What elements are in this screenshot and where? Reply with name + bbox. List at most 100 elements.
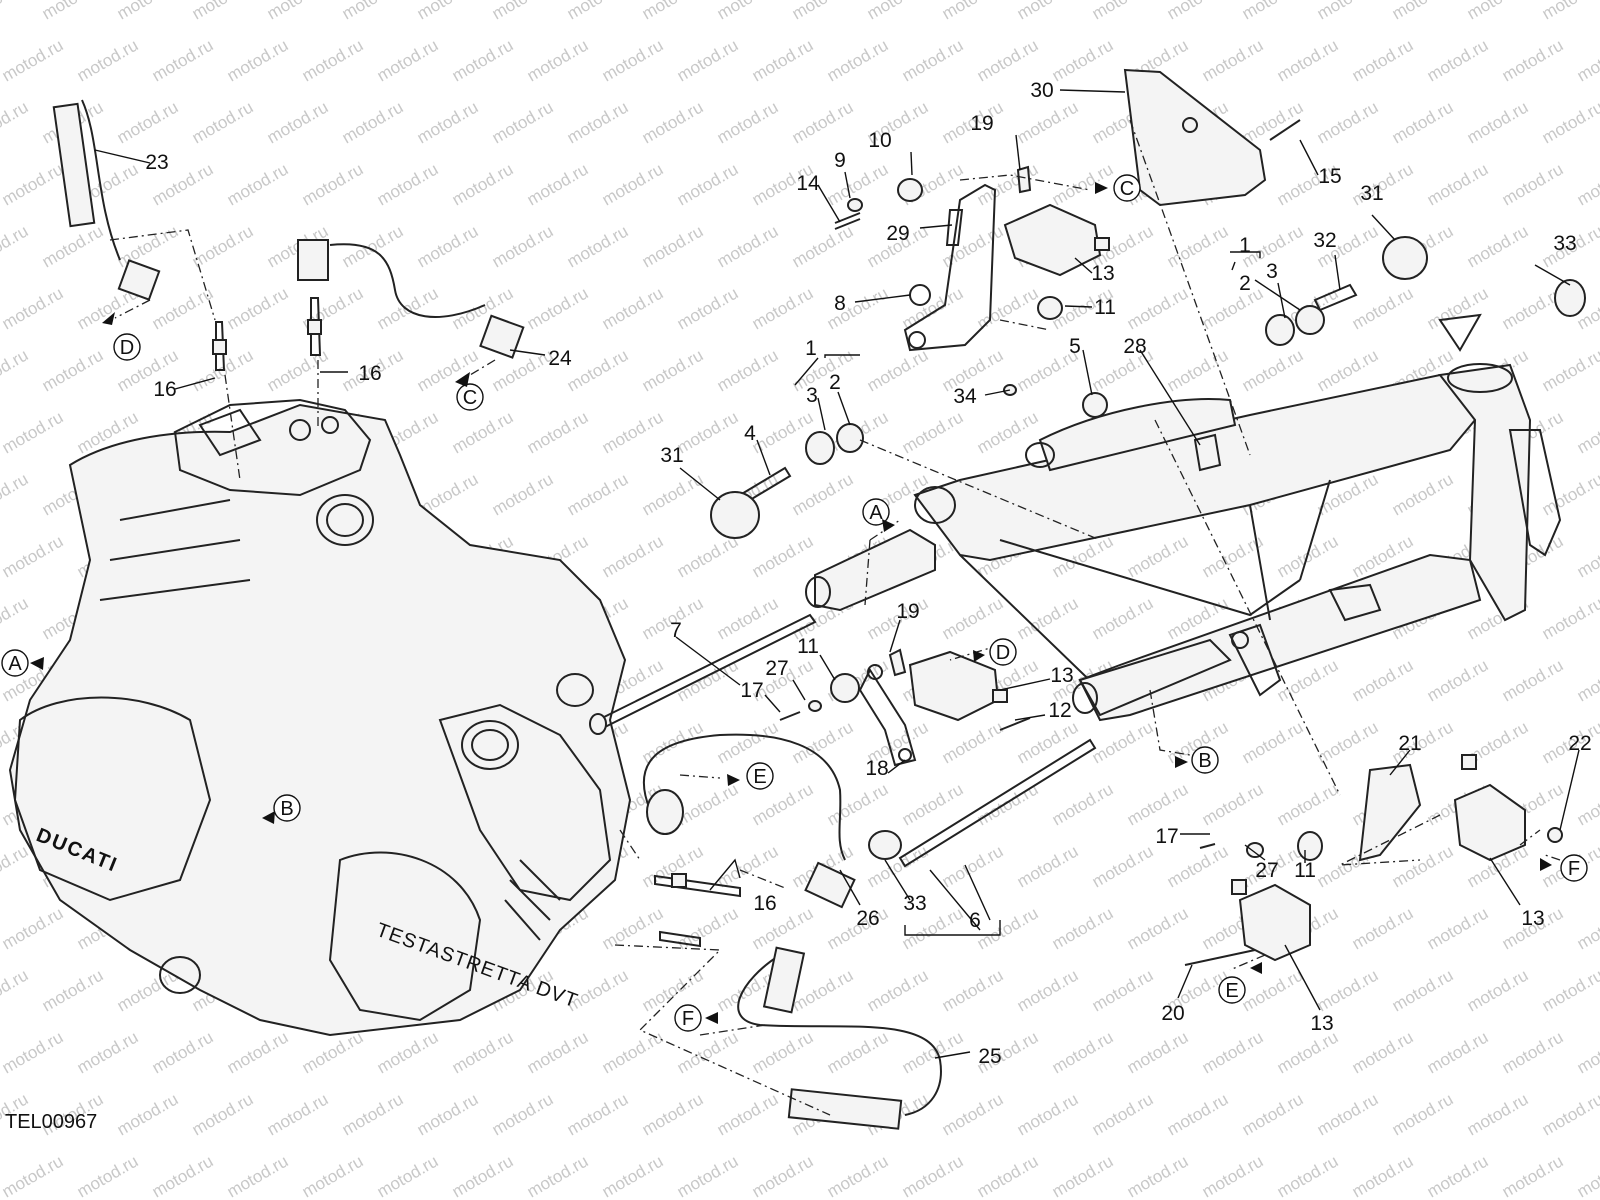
watermark-text: motod.ru — [0, 407, 66, 457]
watermark-text: motod.ru — [714, 717, 782, 767]
watermark-text: motod.ru — [1574, 531, 1600, 581]
connector-b-left: B — [273, 794, 301, 822]
watermark-text: motod.ru — [339, 221, 407, 271]
watermark-text: motod.ru — [824, 1027, 892, 1077]
watermark-text: motod.ru — [524, 1151, 592, 1200]
watermark-text: motod.ru — [1239, 0, 1307, 23]
watermark-text: motod.ru — [1464, 0, 1532, 23]
watermark-text: motod.ru — [674, 159, 742, 209]
watermark-text: motod.ru — [1164, 221, 1232, 271]
watermark-text: motod.ru — [489, 97, 557, 147]
connector-e-lower: E — [1218, 976, 1246, 1004]
watermark-text: motod.ru — [1014, 593, 1082, 643]
watermark-text: motod.ru — [189, 97, 257, 147]
spark-plug-icon — [212, 297, 741, 948]
watermark-text: motod.ru — [524, 35, 592, 85]
svg-text:F: F — [682, 1008, 694, 1030]
watermark-text: motod.ru — [524, 407, 592, 457]
watermark-text: motod.ru — [674, 283, 742, 333]
watermark-text: motod.ru — [639, 221, 707, 271]
watermark-text: motod.ru — [1574, 779, 1600, 829]
watermark-text: motod.ru — [1464, 1089, 1532, 1139]
watermark-text: motod.ru — [1014, 841, 1082, 891]
drawing-code: TEL00967 — [5, 1111, 97, 1133]
svg-text:E: E — [753, 766, 766, 788]
watermark-text: motod.ru — [374, 1151, 442, 1200]
connector-e-mid: E — [746, 762, 774, 790]
watermark-text: motod.ru — [749, 1027, 817, 1077]
watermark-text: motod.ru — [1274, 35, 1342, 85]
watermark-text: motod.ru — [599, 1151, 667, 1200]
ignition-coil-upper — [1003, 203, 1110, 277]
watermark-text: motod.ru — [939, 1089, 1007, 1139]
callout-30: 30 — [1030, 79, 1053, 102]
watermark-text: motod.ru — [714, 1089, 782, 1139]
watermark-text: motod.ru — [714, 221, 782, 271]
watermark-text: motod.ru — [899, 283, 967, 333]
watermark-text: motod.ru — [749, 283, 817, 333]
watermark-text: motod.ru — [864, 0, 932, 23]
watermark-text: motod.ru — [1239, 1089, 1307, 1139]
svg-text:E: E — [1225, 980, 1238, 1002]
watermark-text: motod.ru — [864, 345, 932, 395]
watermark-text: motod.ru — [674, 903, 742, 953]
watermark-text: motod.ru — [599, 407, 667, 457]
watermark-text: motod.ru — [299, 159, 367, 209]
ignition-coil-lower — [1231, 879, 1311, 962]
watermark-text: motod.ru — [1314, 1089, 1382, 1139]
watermark-text: motod.ru — [714, 0, 782, 23]
watermark-text: motod.ru — [39, 965, 107, 1015]
watermark-text: motod.ru — [374, 159, 442, 209]
watermark-text: motod.ru — [339, 97, 407, 147]
hardware-icon — [589, 119, 1586, 966]
watermark-text: motod.ru — [1239, 345, 1307, 395]
callout-34: 34 — [953, 385, 977, 408]
watermark-text: motod.ru — [449, 159, 517, 209]
watermark-text: motod.ru — [1424, 283, 1492, 333]
svg-text:C: C — [463, 387, 477, 409]
watermark-text: motod.ru — [1274, 779, 1342, 829]
watermark-text: motod.ru — [714, 841, 782, 891]
callout-13-upper: 13 — [1091, 262, 1114, 285]
svg-text:B: B — [280, 798, 293, 820]
watermark-text: motod.ru — [599, 159, 667, 209]
watermark-text: motod.ru — [114, 1089, 182, 1139]
watermark-text: motod.ru — [489, 1089, 557, 1139]
watermark-text: motod.ru — [1424, 1151, 1492, 1200]
watermark-text: motod.ru — [974, 903, 1042, 953]
watermark-text: motod.ru — [1574, 1151, 1600, 1200]
watermark-text: motod.ru — [939, 717, 1007, 767]
callout-8: 8 — [834, 292, 846, 315]
watermark-text: motod.ru — [974, 407, 1042, 457]
watermark-text: motod.ru — [1164, 1089, 1232, 1139]
watermark-text: motod.ru — [1574, 407, 1600, 457]
svg-text:B: B — [1198, 750, 1211, 772]
watermark-text: motod.ru — [74, 35, 142, 85]
callout-31-right: 31 — [1360, 182, 1383, 205]
watermark-text: motod.ru — [74, 1151, 142, 1200]
connector-a-right: A — [862, 498, 890, 526]
watermark-text: motod.ru — [714, 97, 782, 147]
watermark-text: motod.ru — [449, 1027, 517, 1077]
watermark-text: motod.ru — [114, 221, 182, 271]
callout-24: 24 — [548, 347, 572, 370]
watermark-text: motod.ru — [1539, 469, 1600, 519]
watermark-text: motod.ru — [1089, 1089, 1157, 1139]
watermark-text: motod.ru — [639, 1089, 707, 1139]
watermark-text: motod.ru — [74, 1027, 142, 1077]
connector-c-left: C — [456, 383, 484, 411]
watermark-text: motod.ru — [149, 283, 217, 333]
connector-f-right: F — [1560, 854, 1588, 882]
svg-text:A: A — [869, 502, 883, 524]
watermark-text: motod.ru — [1049, 1027, 1117, 1077]
watermark-text: motod.ru — [189, 0, 257, 23]
watermark-text: motod.ru — [1124, 283, 1192, 333]
watermark-text: motod.ru — [1089, 841, 1157, 891]
watermark-text: motod.ru — [1389, 0, 1457, 23]
watermark-text: motod.ru — [939, 593, 1007, 643]
callout-11-top: 11 — [1094, 296, 1116, 319]
watermark-text: motod.ru — [1424, 655, 1492, 705]
watermark-text: motod.ru — [414, 1089, 482, 1139]
watermark-text: motod.ru — [1389, 469, 1457, 519]
callout-16-left: 16 — [153, 378, 176, 401]
